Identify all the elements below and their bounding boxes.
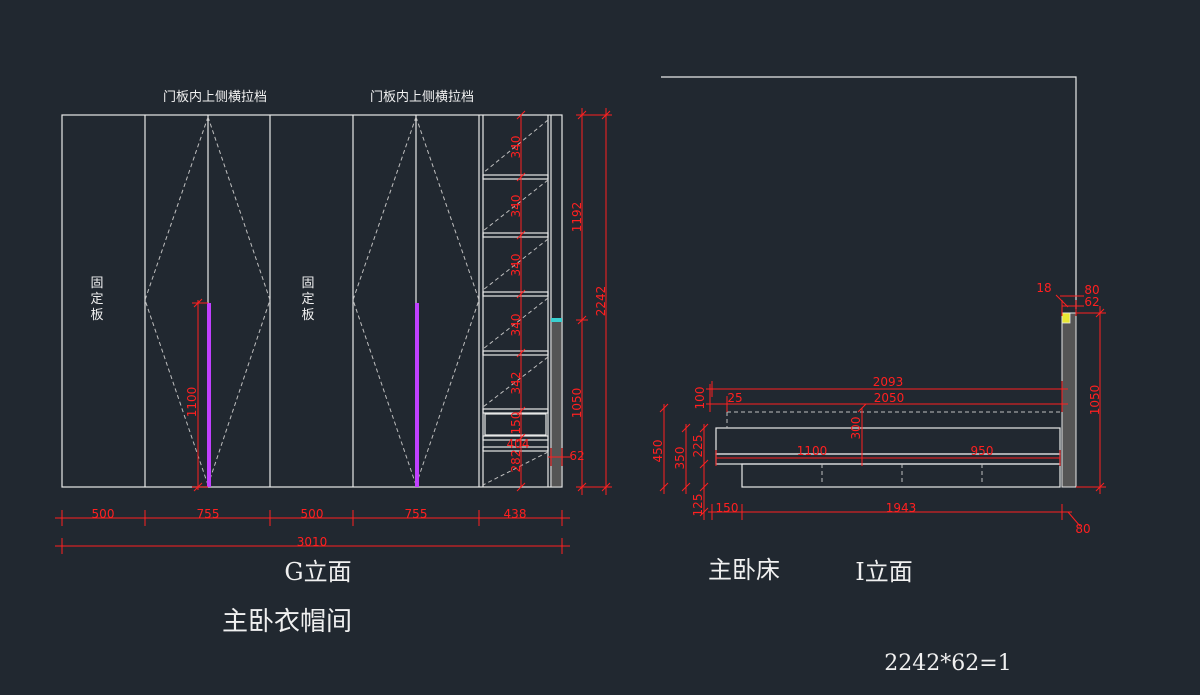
crossbar-label-2: 门板内上侧横拉档 (370, 89, 474, 105)
dim-shelf-5: 342 (509, 372, 523, 395)
wall-outline (661, 76, 1077, 309)
dim-handle: 1100 (185, 387, 199, 418)
dim-1050-headboard: 1050 (1088, 385, 1102, 416)
dim-1100-bed: 1100 (797, 444, 828, 458)
dim-total-width: 3010 (297, 535, 328, 549)
dim-1943: 1943 (886, 501, 917, 515)
svg-text:固: 固 (301, 276, 314, 291)
g-elevation-drawing: 门板内上侧横拉档 门板内上侧横拉档 固 定 板 固 定 板 500 755 50… (55, 89, 612, 637)
dim-755-b: 755 (405, 507, 428, 521)
side-panel (550, 319, 563, 488)
door-handle (207, 303, 211, 487)
svg-text:板: 板 (90, 308, 103, 323)
crossbar-label-1: 门板内上侧横拉档 (163, 89, 267, 105)
wardrobe-outline (61, 114, 563, 488)
door-handle (415, 303, 419, 487)
dim-755-a: 755 (197, 507, 220, 521)
dim-shelf-4: 340 (509, 314, 523, 337)
dim-225: 225 (691, 435, 705, 458)
svg-text:板: 板 (301, 308, 314, 323)
fixed-panel-label-1: 固 定 板 (90, 276, 103, 323)
dim-25: 25 (727, 391, 742, 405)
bed-drawing (715, 411, 1061, 488)
dim-shelf-8: 282 (509, 450, 523, 473)
dim-shelf-6: 150 (509, 412, 523, 435)
i-elevation-title: I立面 (855, 558, 912, 586)
svg-text:定: 定 (301, 292, 314, 307)
dim-450: 450 (651, 440, 665, 463)
dim-shelf-2: 340 (509, 195, 523, 218)
door-swing-line (144, 116, 209, 486)
headboard-panel (1061, 312, 1077, 488)
dim-upper: 1192 (570, 202, 584, 233)
dim-100: 100 (693, 387, 707, 410)
dim-150: 150 (716, 501, 739, 515)
dim-500-a: 500 (92, 507, 115, 521)
dim-125: 125 (691, 494, 705, 517)
dim-80-bottom: 80 (1075, 522, 1090, 536)
dim-shelf-7: 404 (507, 437, 530, 451)
dim-shelf-3: 340 (509, 254, 523, 277)
formula-text: 2242*62=1 (884, 651, 1011, 676)
dim-350: 350 (673, 447, 687, 470)
svg-text:定: 定 (90, 292, 103, 307)
svg-text:固: 固 (90, 276, 103, 291)
i-elevation-drawing: 2093 2050 25 100 1100 950 300 450 350 (651, 76, 1106, 676)
dim-80-top: 80 (1084, 283, 1099, 297)
dim-side: 62 (569, 449, 584, 463)
dim-62-top: 62 (1084, 295, 1099, 309)
dim-438: 438 (504, 507, 527, 521)
dim-lower: 1050 (570, 388, 584, 419)
fixed-panel-label-2: 固 定 板 (301, 276, 314, 323)
dim-shelf-1: 340 (509, 136, 523, 159)
shelf-unit (482, 119, 549, 486)
bed-room-title: 主卧床 (708, 556, 780, 584)
g-elevation-title: G立面 (284, 558, 351, 586)
dim-500-b: 500 (301, 507, 324, 521)
dim-2050: 2050 (874, 391, 905, 405)
dim-950-bed: 950 (971, 444, 994, 458)
dim-300: 300 (849, 417, 863, 440)
dim-2093: 2093 (873, 375, 904, 389)
dim-18: 18 (1036, 281, 1051, 295)
dim-height: 2242 (594, 286, 608, 317)
g-room-title: 主卧衣帽间 (222, 607, 352, 637)
